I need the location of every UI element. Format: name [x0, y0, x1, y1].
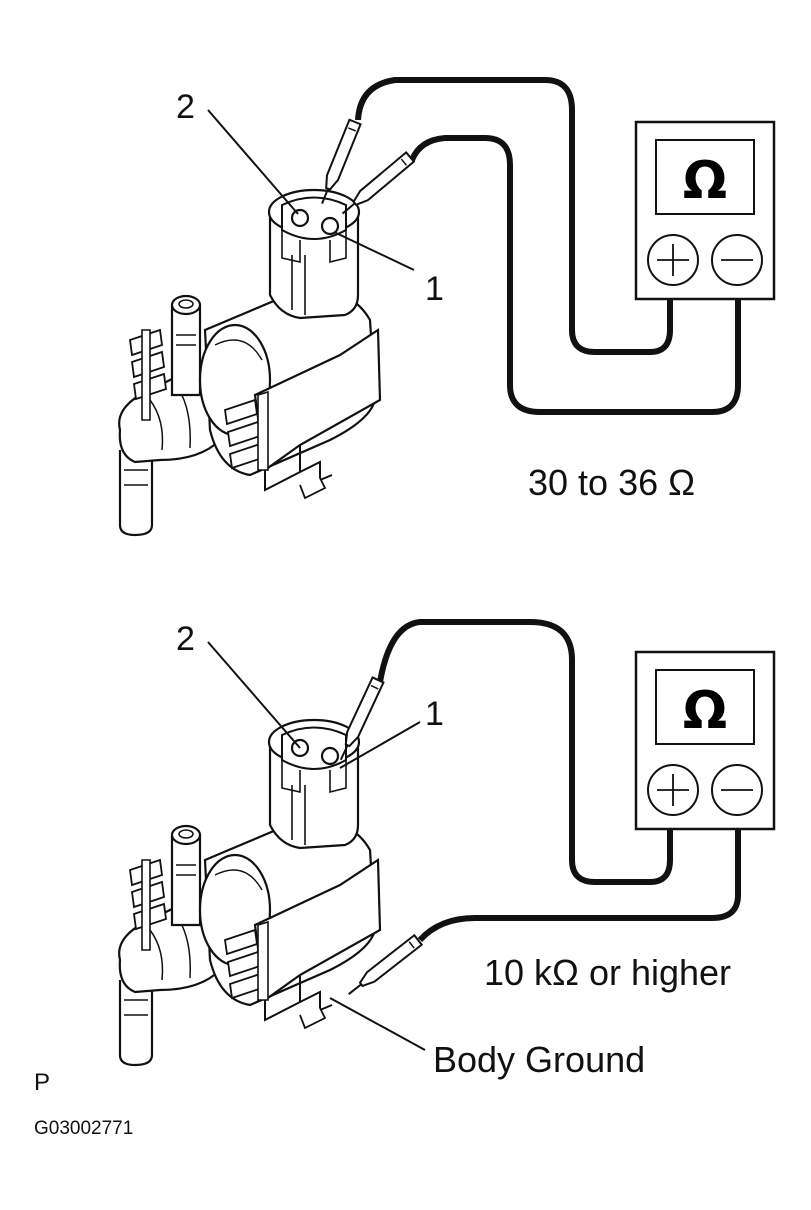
bottom-panel: 2 1 Ω 10 kΩ or higher Body Ground	[118, 619, 776, 1080]
top-panel: 2 1 Ω 30 to 36 Ω	[118, 77, 776, 537]
top-wire-positive	[355, 77, 673, 355]
bottom-callout-1: 1	[425, 695, 444, 733]
bottom-callout-1-leader	[339, 721, 421, 769]
bottom-wire-positive	[377, 619, 673, 885]
top-callout-2: 2	[176, 88, 195, 126]
bottom-callout-2-leader	[207, 641, 301, 749]
top-probe-2	[337, 151, 415, 220]
bottom-wire-negative	[417, 830, 741, 943]
bottom-vsv-valve	[118, 718, 382, 1067]
bottom-ohm-symbol: Ω	[683, 681, 727, 741]
top-callout-2-leader	[207, 109, 299, 215]
top-callout-1: 1	[425, 270, 444, 308]
top-wire-negative	[409, 135, 741, 415]
top-resistance-spec: 30 to 36 Ω	[528, 462, 695, 503]
top-vsv-valve	[118, 188, 382, 537]
top-ohm-symbol: Ω	[683, 151, 727, 211]
figure-code: G03002771	[34, 1118, 133, 1139]
body-ground-label: Body Ground	[433, 1039, 645, 1080]
top-callout-1-leader	[333, 231, 415, 271]
bottom-callout-2: 2	[176, 620, 195, 658]
bottom-ground-leader	[329, 997, 426, 1051]
bottom-resistance-spec: 10 kΩ or higher	[484, 952, 731, 993]
corner-mark: P	[34, 1069, 50, 1096]
